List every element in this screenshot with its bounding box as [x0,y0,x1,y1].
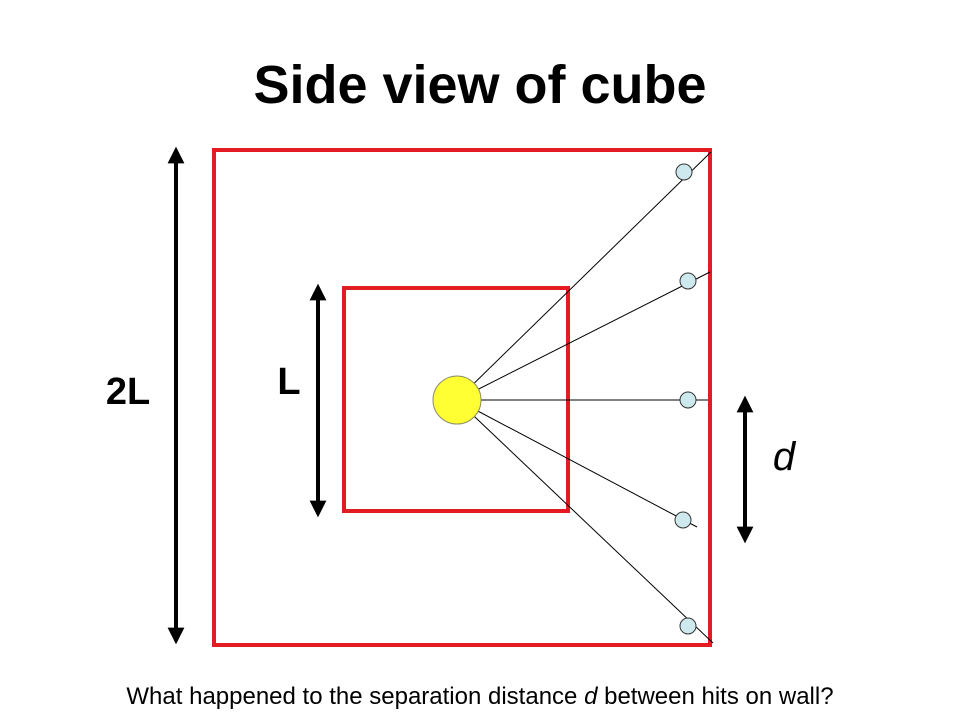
ray-1 [456,151,712,401]
outer-length-label: 2L [106,371,150,413]
hit-dot-icon [674,511,692,529]
hit-dot-icon [679,391,697,409]
caption-variable: d [584,683,598,710]
outer-square [212,148,712,647]
inner-length-label: L [277,361,300,403]
spacing-label: d [773,435,797,479]
light-source-icon [432,375,482,425]
hit-dot-icon [679,617,697,635]
ray-5 [456,399,714,644]
page-title: Side view of cube [253,55,707,115]
hit-markers [674,163,697,635]
ray-4 [456,399,698,528]
hit-dot-icon [679,272,697,290]
caption-part-2: between hits on wall? [597,683,834,710]
hit-dot-icon [675,163,693,181]
rays [456,151,714,644]
caption-part-1: What happened to the separation distance [126,683,585,710]
ray-2 [456,271,711,401]
caption: What happened to the separation distance… [0,683,960,711]
